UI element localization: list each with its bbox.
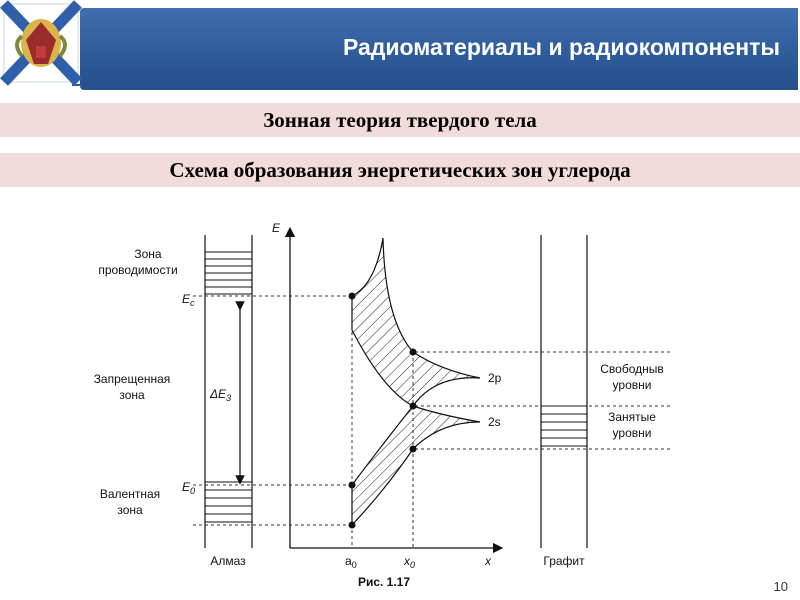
- heading: Схема образования энергетических зон угл…: [169, 157, 631, 182]
- label-forbidden-2: зона: [119, 388, 145, 402]
- page-number: 10: [773, 579, 788, 594]
- axis-x-label: x: [484, 554, 492, 568]
- occupied-levels-label-2: уровни: [613, 426, 652, 440]
- diamond-column: [204, 235, 253, 548]
- graphite-column: [540, 235, 588, 548]
- subtitle: Зонная теория твердого тела: [263, 107, 537, 132]
- a0-tick-label: a0: [345, 554, 357, 570]
- label-conduction-1: Зона: [134, 247, 162, 261]
- heading-band: Схема образования энергетических зон угл…: [0, 153, 800, 187]
- label-valence-1: Валентная: [100, 487, 160, 501]
- logo-divider: [72, 84, 82, 86]
- level-2p-label: 2p: [488, 371, 502, 385]
- axis-e-label: E: [272, 221, 281, 235]
- figure-caption: Рис. 1.17: [358, 575, 410, 589]
- label-valence-2: зона: [117, 503, 143, 517]
- carbon-band-diagram: Зона проводимости Запрещенная зона Вален…: [94, 221, 672, 589]
- subtitle-band: Зонная теория твердого тела: [0, 103, 800, 137]
- presentation-title: Радиоматериалы и радиокомпоненты: [342, 34, 780, 60]
- level-2s-label: 2s: [488, 415, 501, 429]
- e0-label: E0: [182, 480, 195, 496]
- diamond-label: Алмаз: [210, 554, 246, 568]
- upper-band-region: [351, 237, 481, 407]
- x0-tick-label: x0: [403, 554, 415, 570]
- intersection-points: [348, 292, 417, 529]
- band-gap-label: ΔE3: [209, 387, 231, 403]
- label-forbidden-1: Запрещенная: [94, 372, 171, 386]
- lower-band-region: [351, 405, 481, 527]
- ec-label: Ec: [182, 292, 195, 308]
- label-conduction-2: проводимости: [98, 263, 177, 277]
- naval-flag-emblem-icon: [0, 0, 82, 86]
- free-levels-label-2: уровни: [613, 378, 652, 392]
- header-bar: Радиоматериалы и радиокомпоненты: [80, 8, 798, 90]
- graphite-label: Графит: [543, 554, 585, 568]
- free-levels-label-1: Свободныв: [600, 362, 664, 376]
- occupied-levels-label-1: Занятые: [608, 410, 656, 424]
